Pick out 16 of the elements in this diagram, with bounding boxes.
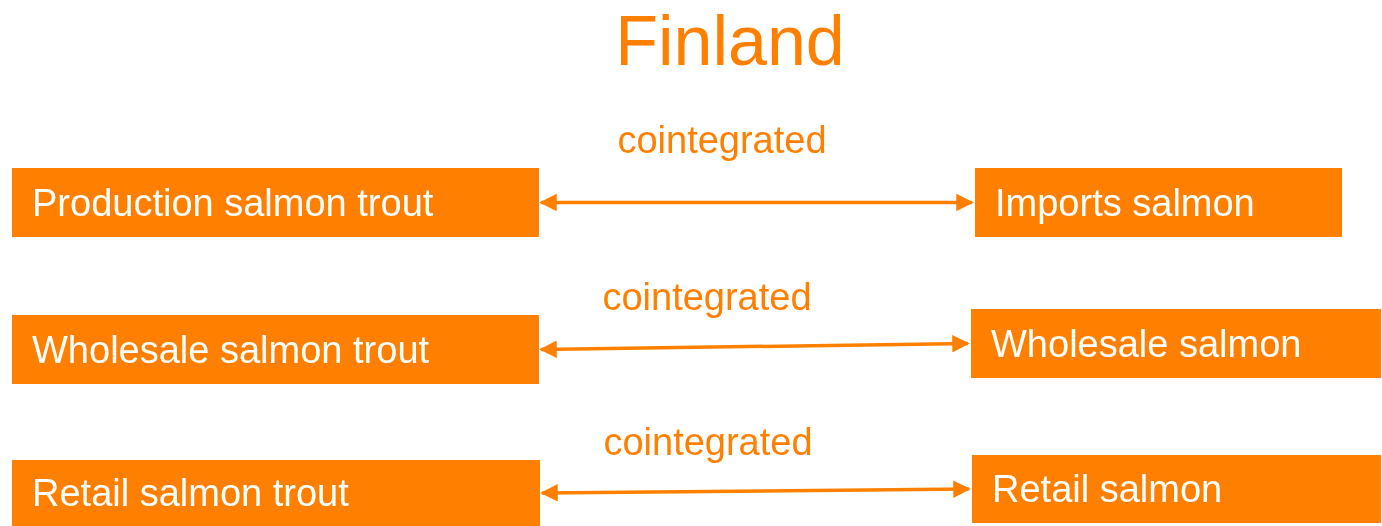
process-box — [12, 460, 540, 526]
box-label: Retail salmon — [992, 467, 1224, 511]
box-label: Wholesale salmon trout — [32, 327, 431, 372]
process-box — [12, 315, 539, 384]
box-label: Retail salmon trout — [32, 471, 350, 515]
box-label: Wholesale salmon — [991, 321, 1303, 366]
process-box — [971, 309, 1381, 378]
box-label: Production salmon trout — [32, 180, 435, 225]
process-box — [972, 455, 1381, 523]
title: Finland — [614, 2, 846, 80]
process-box — [975, 168, 1342, 237]
box-label: Imports salmon — [995, 180, 1256, 225]
double-arrow — [540, 480, 971, 502]
double-arrow — [539, 193, 974, 212]
double-arrow — [539, 334, 970, 359]
process-box — [12, 168, 539, 237]
